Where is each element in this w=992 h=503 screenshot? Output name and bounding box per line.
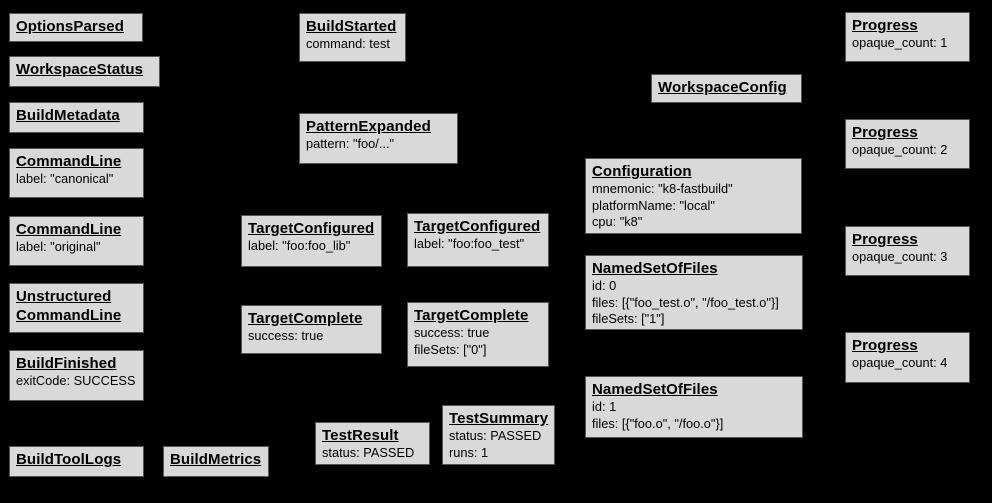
event-node-field: status: PASSED [322, 445, 415, 460]
event-node-field: fileSets: ["0"] [414, 341, 487, 357]
event-node-command-line-canonical: CommandLine label: "canonical" [9, 148, 144, 198]
event-node-title: Progress [852, 337, 918, 354]
event-node-title: TestSummary [449, 410, 549, 427]
event-node-field: label: "original" [16, 239, 101, 254]
event-node-field: opaque_count: 1 [852, 35, 948, 50]
event-node-title: Unstructured CommandLine [16, 288, 122, 324]
event-node-title: NamedSetOfFiles [592, 260, 718, 277]
event-node-progress-4: Progress opaque_count: 4 [845, 332, 970, 383]
event-node-field: pattern: "foo/..." [306, 136, 395, 151]
event-node-title: TargetConfigured [248, 220, 375, 237]
event-node-field: command: test [306, 36, 390, 51]
event-node-field: status: PASSED [449, 428, 542, 443]
event-node-title: BuildMetadata [16, 107, 120, 124]
event-node-field: id: 1 [592, 399, 617, 414]
event-node-title: TestResult [322, 427, 399, 444]
event-node-title: Progress [852, 231, 918, 248]
event-node-title: CommandLine [16, 221, 122, 238]
event-node-field: id: 0 [592, 278, 617, 293]
event-node-progress-2: Progress opaque_count: 2 [845, 119, 970, 169]
event-node-workspace-status: WorkspaceStatus [9, 56, 160, 87]
event-node-field: label: "foo:foo_lib" [248, 238, 351, 253]
event-node-unstructured-command-line: Unstructured CommandLine [9, 283, 144, 333]
event-node-target-configured-foo-lib: TargetConfigured label: "foo:foo_lib" [241, 215, 382, 267]
event-node-title: BuildStarted [306, 18, 397, 35]
event-node-field: success: true [414, 325, 490, 340]
event-node-field: files: [{"foo_test.o", "/foo_test.o"}] [592, 294, 779, 310]
event-node-options-parsed: OptionsParsed [9, 13, 143, 42]
event-node-title: NamedSetOfFiles [592, 381, 718, 398]
event-node-title: BuildToolLogs [16, 451, 122, 468]
event-node-field: opaque_count: 2 [852, 142, 948, 157]
event-node-progress-3: Progress opaque_count: 3 [845, 226, 970, 276]
event-node-command-line-original: CommandLine label: "original" [9, 216, 144, 266]
event-node-build-finished: BuildFinished exitCode: SUCCESS [9, 350, 144, 401]
event-node-field: opaque_count: 4 [852, 355, 948, 370]
event-node-build-metrics: BuildMetrics [163, 446, 269, 477]
event-node-title: TargetComplete [248, 310, 363, 327]
event-node-field: exitCode: SUCCESS [16, 373, 136, 388]
event-node-pattern-expanded: PatternExpanded pattern: "foo/..." [299, 113, 458, 164]
event-node-title: Progress [852, 124, 918, 141]
event-node-title: TargetConfigured [414, 218, 541, 235]
event-node-title: PatternExpanded [306, 118, 431, 135]
event-node-field: success: true [248, 328, 324, 343]
event-node-workspace-config: WorkspaceConfig [651, 74, 802, 103]
event-node-title: WorkspaceConfig [658, 79, 787, 96]
event-node-target-complete-foo-lib: TargetComplete success: true [241, 305, 382, 354]
event-node-title: OptionsParsed [16, 18, 124, 35]
event-node-title: BuildMetrics [170, 451, 262, 468]
event-node-field: label: "foo:foo_test" [414, 236, 525, 251]
event-node-field: mnemonic: "k8-fastbuild" [592, 181, 733, 196]
event-node-target-configured-foo-test: TargetConfigured label: "foo:foo_test" [407, 213, 549, 267]
event-node-build-tool-logs: BuildToolLogs [9, 446, 144, 477]
event-node-configuration: Configuration mnemonic: "k8-fastbuild"pl… [585, 158, 802, 234]
event-node-title: Progress [852, 17, 918, 34]
event-node-field: opaque_count: 3 [852, 249, 948, 264]
event-node-title: BuildFinished [16, 355, 117, 372]
event-node-field: cpu: "k8" [592, 214, 643, 229]
event-node-field: fileSets: ["1"] [592, 311, 665, 326]
event-node-title: WorkspaceStatus [16, 61, 144, 78]
event-node-title: TargetComplete [414, 307, 529, 324]
event-node-title: Configuration [592, 163, 692, 180]
event-node-title: CommandLine [16, 153, 122, 170]
event-node-progress-1: Progress opaque_count: 1 [845, 12, 970, 62]
event-node-field: runs: 1 [449, 444, 489, 460]
event-node-build-started: BuildStarted command: test [299, 13, 406, 62]
event-node-build-metadata: BuildMetadata [9, 102, 144, 133]
event-node-field: platformName: "local" [592, 197, 715, 213]
event-node-field: label: "canonical" [16, 171, 114, 186]
event-node-field: files: [{"foo.o", "/foo.o"}] [592, 415, 724, 431]
event-node-test-result: TestResult status: PASSED [315, 422, 430, 465]
